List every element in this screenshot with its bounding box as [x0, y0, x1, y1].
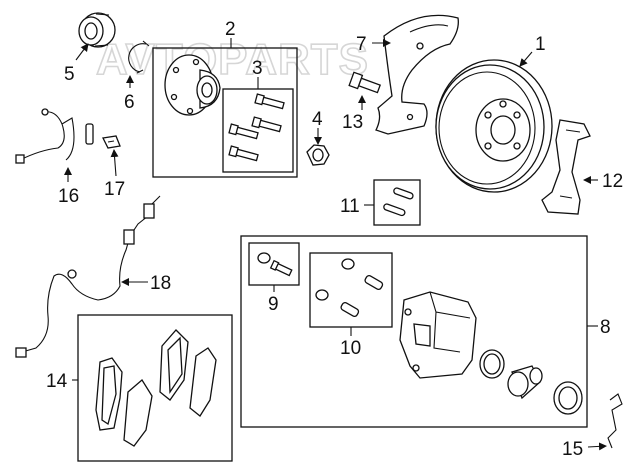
shield-bolt-icon: [348, 71, 381, 94]
brake-caliper-icon: [399, 291, 583, 415]
brake-rotor-icon: [435, 59, 553, 193]
dust-shield-icon: [375, 14, 459, 135]
callout-4: 4: [312, 109, 323, 130]
callout-16: 16: [58, 186, 79, 207]
callout-10: 10: [340, 338, 361, 359]
callout-15: 15: [562, 439, 583, 460]
callout-17: 17: [104, 179, 125, 200]
sensor-clip-icon: [102, 135, 121, 149]
callout-9: 9: [268, 294, 279, 315]
pin-kit-icon: [315, 258, 384, 318]
wheel-hub-icon: [164, 54, 221, 116]
brake-hose-icon: [15, 195, 161, 358]
caliper-group-box: [240, 235, 588, 428]
caliper-bracket-icon: [541, 119, 591, 215]
callout-11: 11: [340, 196, 360, 217]
pad-set-box: [77, 314, 233, 462]
callout-14: 14: [46, 371, 68, 392]
callout-5: 5: [64, 64, 75, 85]
hub-group-box: [152, 47, 298, 178]
snap-ring-icon: [128, 40, 150, 74]
wheel-speed-sensor-icon: [15, 108, 94, 164]
hub-bolts-icon: [228, 93, 285, 162]
callout-2: 2: [225, 19, 236, 40]
guide-pins-icon: [383, 187, 414, 217]
callout-13: 13: [342, 112, 363, 133]
callout-labels: 1 2 3 4 5 6 7 8 9 10 11 12 13 14 15 16 1…: [46, 19, 623, 460]
caliper-clip-icon: [607, 393, 623, 449]
callout-12: 12: [602, 171, 623, 192]
callout-3: 3: [252, 58, 263, 79]
leader-lines: [64, 38, 607, 451]
guide-pin-box: [373, 179, 421, 226]
bleeder-screw-icon: [257, 252, 293, 277]
wheel-bearing-icon: [78, 12, 116, 48]
watermark-text: AVTOPARTS: [96, 35, 369, 84]
brake-pads-icon: [95, 329, 217, 447]
callout-7: 7: [356, 34, 367, 55]
callout-18: 18: [150, 273, 171, 294]
callout-8: 8: [600, 317, 611, 338]
callout-6: 6: [124, 92, 135, 113]
callout-1: 1: [535, 34, 546, 55]
hub-nut-icon: [306, 144, 330, 166]
